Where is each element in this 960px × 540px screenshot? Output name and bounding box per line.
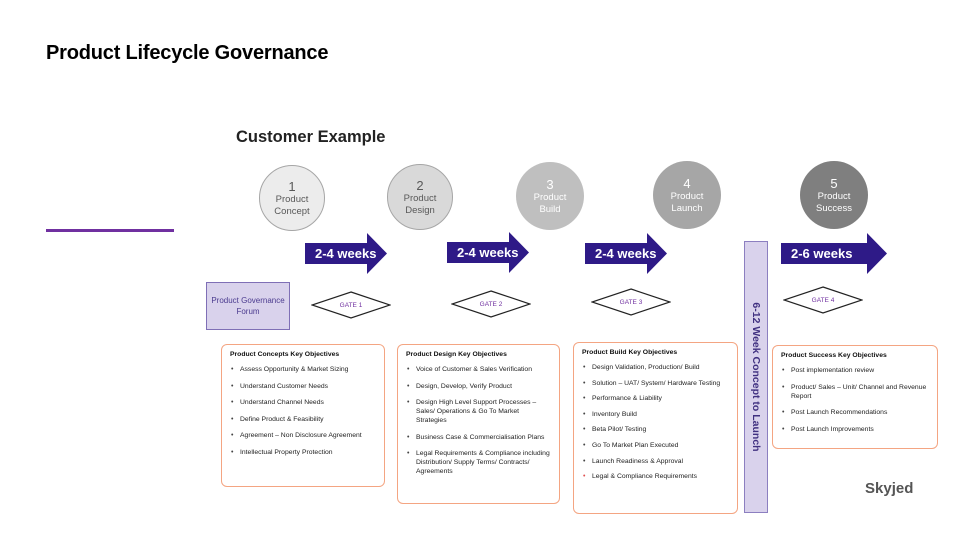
timeline-bar: 6-12 Week Concept to Launch bbox=[744, 241, 768, 513]
objective-item: Legal Requirements & Compliance includin… bbox=[406, 449, 551, 476]
objective-item: Product/ Sales – Unit/ Channel and Reven… bbox=[781, 383, 929, 401]
duration-label: 2-6 weeks bbox=[791, 246, 853, 261]
gate-diamond-2: GATE 2 bbox=[450, 290, 532, 318]
objectives-list: Assess Opportunity & Market Sizing Under… bbox=[230, 365, 376, 457]
stage-label-line2: Build bbox=[539, 203, 561, 215]
objective-item: Intellectual Property Protection bbox=[230, 448, 376, 457]
gate-label: GATE 3 bbox=[619, 298, 643, 306]
stage-number: 2 bbox=[416, 177, 424, 193]
accent-divider bbox=[46, 229, 174, 232]
objective-item: Business Case & Commercialisation Plans bbox=[406, 433, 551, 442]
objectives-box-concept: Product Concepts Key Objectives Assess O… bbox=[221, 344, 385, 487]
objective-item: Voice of Customer & Sales Verification bbox=[406, 365, 551, 374]
stage-label-line1: Product bbox=[817, 190, 851, 202]
stage-circle-design: 2 Product Design bbox=[387, 164, 453, 230]
arrow-shape bbox=[447, 232, 529, 273]
objectives-heading: Product Design Key Objectives bbox=[406, 351, 507, 358]
objectives-list: Voice of Customer & Sales Verification D… bbox=[406, 365, 551, 476]
diagram-subtitle: Customer Example bbox=[236, 128, 386, 146]
stage-circle-build: 3 Product Build bbox=[516, 162, 584, 230]
duration-arrow-2: 2-4 weeks bbox=[447, 232, 529, 273]
objectives-heading: Product Success Key Objectives bbox=[781, 352, 887, 359]
objectives-box-success: Product Success Key Objectives Post impl… bbox=[772, 345, 938, 449]
stage-circle-success: 5 Product Success bbox=[800, 161, 868, 229]
stage-number: 5 bbox=[830, 175, 838, 191]
gate-diamond-3: GATE 3 bbox=[590, 288, 672, 316]
stage-number: 3 bbox=[546, 176, 554, 192]
stage-label-line2: Success bbox=[816, 202, 852, 214]
diamond-shape bbox=[450, 290, 532, 318]
objective-item: Post Launch Recommendations bbox=[781, 408, 929, 417]
gate-diamond-4: GATE 4 bbox=[782, 286, 864, 314]
governance-forum-box: Product Governance Forum bbox=[206, 282, 290, 330]
diamond-shape bbox=[310, 291, 392, 319]
gate-diamond-1: GATE 1 bbox=[310, 291, 392, 319]
gate-label: GATE 4 bbox=[811, 296, 835, 304]
duration-label: 2-4 weeks bbox=[457, 245, 519, 260]
stage-label-line1: Product bbox=[275, 193, 309, 205]
objectives-box-build: Product Build Key Objectives Design Vali… bbox=[573, 342, 738, 514]
stage-label-line2: Concept bbox=[274, 205, 310, 217]
stage-label-line1: Product bbox=[533, 191, 567, 203]
objective-item: Beta Pilot/ Testing bbox=[582, 425, 729, 434]
objective-item: Post Launch Improvements bbox=[781, 425, 929, 434]
objectives-heading: Product Concepts Key Objectives bbox=[230, 351, 340, 358]
objective-item: Solution – UAT/ System/ Hardware Testing bbox=[582, 379, 729, 388]
duration-arrow-4: 2-6 weeks bbox=[781, 233, 887, 274]
objectives-list: Design Validation, Production/ Build Sol… bbox=[582, 363, 729, 481]
arrow-shape bbox=[305, 233, 387, 274]
stage-number: 1 bbox=[288, 178, 296, 194]
stage-circle-concept: 1 Product Concept bbox=[259, 165, 325, 231]
objective-item: Design Validation, Production/ Build bbox=[582, 363, 729, 372]
duration-label: 2-4 weeks bbox=[595, 246, 657, 261]
stage-label-line2: Design bbox=[405, 204, 435, 216]
timeline-label: 6-12 Week Concept to Launch bbox=[750, 302, 762, 452]
objective-item: Launch Readiness & Approval bbox=[582, 457, 729, 466]
stage-label-line1: Product bbox=[403, 192, 437, 204]
objective-item: Agreement – Non Disclosure Agreement bbox=[230, 431, 376, 440]
objectives-box-design: Product Design Key Objectives Voice of C… bbox=[397, 344, 560, 504]
objective-item: Design, Develop, Verify Product bbox=[406, 382, 551, 391]
gate-label: GATE 2 bbox=[479, 300, 503, 308]
objective-item: Understand Customer Needs bbox=[230, 382, 376, 391]
objective-item: Assess Opportunity & Market Sizing bbox=[230, 365, 376, 374]
objective-item: Legal & Compliance Requirements bbox=[582, 472, 729, 481]
objective-item: Design High Level Support Processes – Sa… bbox=[406, 398, 551, 425]
objective-item: Understand Channel Needs bbox=[230, 398, 376, 407]
objective-item: Post implementation review bbox=[781, 366, 929, 375]
arrow-shape bbox=[781, 233, 887, 274]
objectives-heading: Product Build Key Objectives bbox=[582, 349, 678, 356]
objective-item: Define Product & Feasibility bbox=[230, 415, 376, 424]
objective-item: Performance & Liability bbox=[582, 394, 729, 403]
duration-label: 2-4 weeks bbox=[315, 246, 377, 261]
duration-arrow-3: 2-4 weeks bbox=[585, 233, 667, 274]
stage-label-line1: Product bbox=[670, 190, 704, 202]
stage-circle-launch: 4 Product Launch bbox=[653, 161, 721, 229]
page-title: Product Lifecycle Governance bbox=[46, 42, 329, 64]
objective-item: Inventory Build bbox=[582, 410, 729, 419]
objective-item: Go To Market Plan Executed bbox=[582, 441, 729, 450]
stage-number: 4 bbox=[683, 175, 691, 191]
stage-label-line2: Launch bbox=[671, 202, 703, 214]
duration-arrow-1: 2-4 weeks bbox=[305, 233, 387, 274]
diamond-shape bbox=[590, 288, 672, 316]
gate-label: GATE 1 bbox=[339, 301, 363, 309]
company-logo: Skyjed bbox=[865, 480, 914, 497]
objectives-list: Post implementation review Product/ Sale… bbox=[781, 366, 929, 434]
arrow-shape bbox=[585, 233, 667, 274]
diamond-shape bbox=[782, 286, 864, 314]
